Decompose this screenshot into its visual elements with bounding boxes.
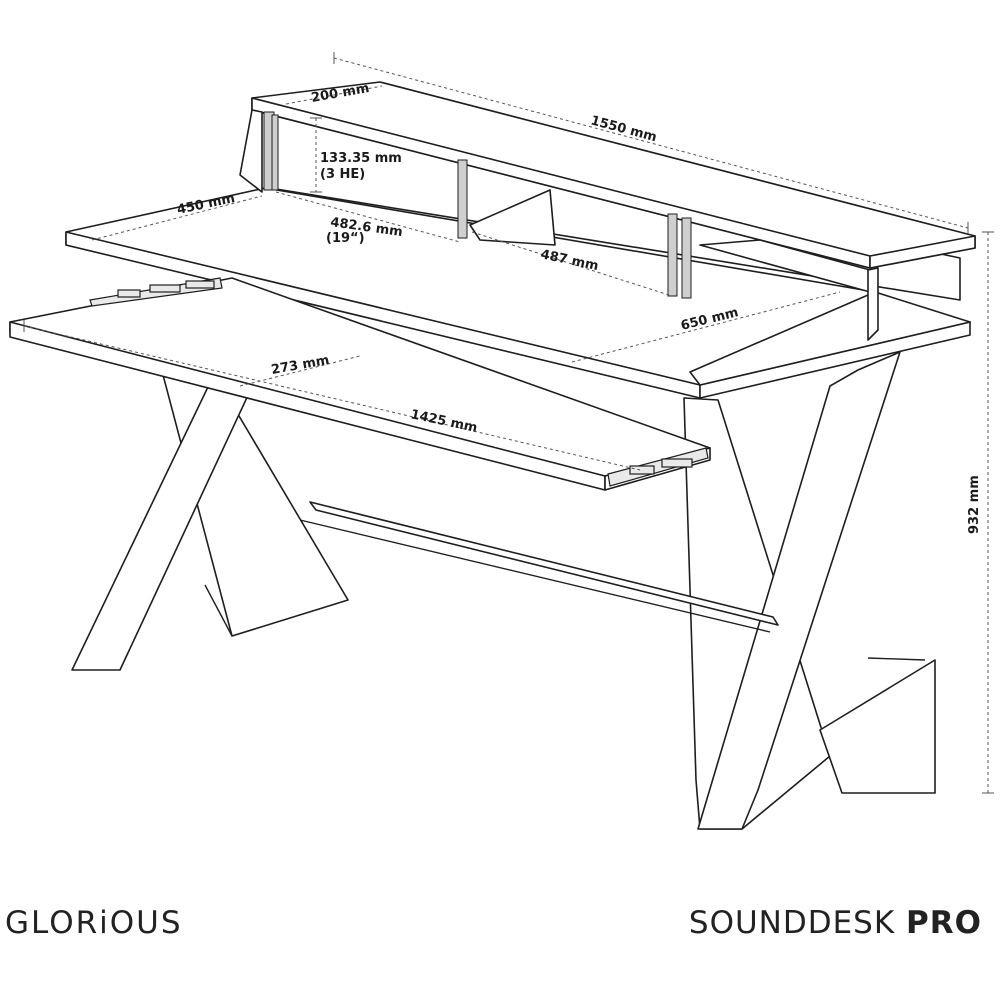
rack-posts — [263, 111, 692, 299]
rack-post-3 — [457, 159, 468, 239]
stretcher-lower-edge — [299, 519, 771, 633]
slide-bracket-left-1 — [117, 289, 141, 298]
label-overall-height: 932 mm — [967, 475, 982, 534]
product-title: SOUNDDESK PRO — [689, 905, 982, 941]
right-leg-rear-plank — [697, 351, 901, 830]
slide-bracket-right-2 — [661, 458, 693, 468]
right-leg-foot — [819, 659, 936, 794]
rack-post-4 — [667, 213, 678, 297]
dim-line-487 — [471, 231, 673, 297]
rack-post-2 — [271, 114, 279, 191]
hutch-top-side-edge — [869, 235, 976, 269]
product-suffix: PRO — [906, 905, 982, 941]
right-x-leg — [683, 351, 936, 830]
hutch-left-side-panel — [239, 109, 263, 193]
dimension-lines — [23, 52, 994, 794]
slide-bracket-left-2 — [149, 284, 181, 293]
hutch-right-side-panel — [867, 267, 879, 341]
slide-bracket-right-1 — [629, 465, 655, 475]
rack-post-5 — [681, 217, 692, 299]
label-rack-height-units: (3 HE) — [320, 167, 365, 182]
label-rack-height: 133.35 mm — [320, 151, 402, 166]
keyboard-tray — [9, 277, 711, 491]
dim-line-200 — [285, 85, 383, 105]
dim-line-1550 — [333, 57, 969, 229]
product-name: SOUNDDESK — [688, 905, 896, 941]
left-leg-edge — [204, 584, 233, 637]
dim-line-450 — [91, 195, 263, 241]
stretcher-beam — [309, 501, 779, 626]
dim-line-482 — [275, 191, 461, 243]
right-leg-edge — [867, 657, 926, 661]
glorious-logo: GLORiOUS — [5, 905, 183, 941]
label-rack-width-inch: (19“) — [326, 231, 365, 246]
desk-top-right-wing — [689, 291, 971, 386]
hutch-inner-back — [469, 189, 556, 246]
slide-bracket-left-3 — [185, 280, 215, 289]
drawer-slide-right — [607, 447, 709, 487]
dim-line-650 — [571, 291, 841, 363]
